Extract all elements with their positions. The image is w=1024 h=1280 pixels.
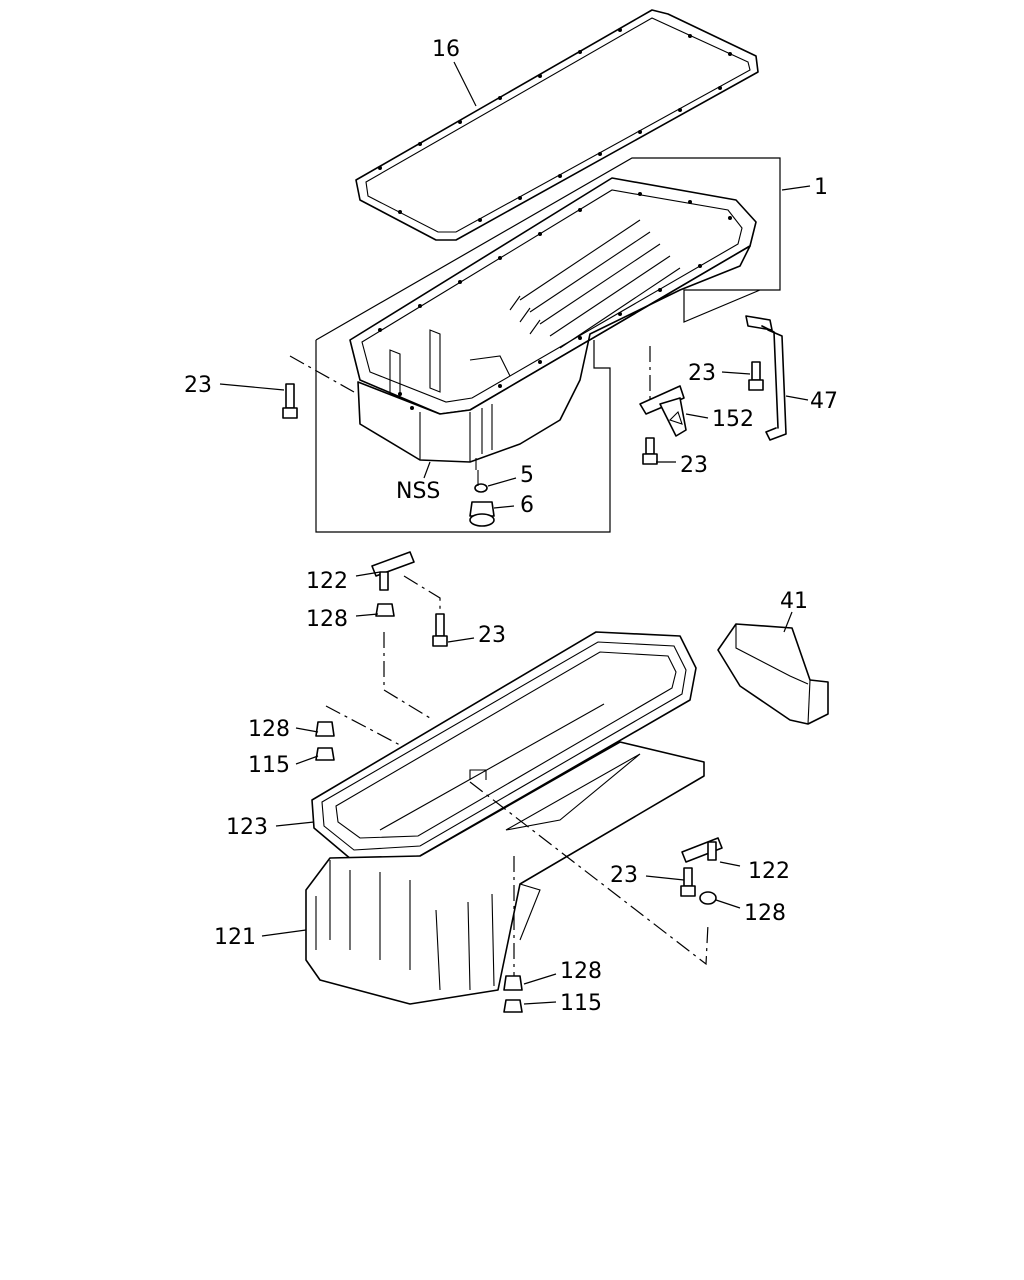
nut-128-top (375, 603, 395, 617)
callout-16: 16 (432, 37, 460, 62)
callout-122-top: 122 (306, 569, 348, 594)
callout-23-right: 23 (610, 863, 638, 888)
callout-23-left: 23 (184, 373, 212, 398)
callout-23-mid: 23 (688, 361, 716, 386)
callout-5: 5 (520, 463, 534, 488)
nut-128-bottom (503, 856, 523, 991)
callout-23-bottom: 23 (680, 453, 708, 478)
callout-128-right: 128 (744, 901, 786, 926)
callout-115-bottom: 115 (560, 991, 602, 1016)
nut-115-left (315, 747, 335, 761)
bracket-122-top (371, 551, 415, 591)
washer-5 (474, 483, 488, 493)
lower-pan-121 (305, 741, 705, 1005)
baffle-41 (717, 623, 829, 725)
callout-121: 121 (214, 925, 256, 950)
leader-lines (219, 61, 811, 1005)
drain-plug-6 (469, 470, 495, 527)
bolt-23-mid (748, 361, 764, 391)
bracket-122-right (681, 837, 723, 863)
bolt-23-lower (403, 575, 448, 647)
callout-nss: NSS (396, 479, 440, 504)
callout-47: 47 (810, 389, 838, 414)
part-1-group-outline (315, 157, 781, 533)
callout-122-right: 122 (748, 859, 790, 884)
assembly-line-top (383, 632, 431, 719)
plate-123 (311, 631, 697, 861)
callout-128-top: 128 (306, 607, 348, 632)
callout-152: 152 (712, 407, 754, 432)
gasket-part-16 (355, 9, 759, 241)
pipe-47 (745, 315, 787, 441)
nut-128-right (469, 781, 717, 966)
callout-23-lower: 23 (478, 623, 506, 648)
bracket-152 (639, 385, 687, 437)
callout-115-left: 115 (248, 753, 290, 778)
callout-128-bottom: 128 (560, 959, 602, 984)
callout-41: 41 (780, 589, 808, 614)
upper-oil-pan-part-1 (349, 177, 757, 470)
bolt-23-bottom (642, 346, 658, 465)
bolt-23-right (680, 867, 696, 897)
bolt-23-left (282, 355, 355, 419)
nut-115-bottom (503, 999, 523, 1013)
callout-128-left: 128 (248, 717, 290, 742)
callout-123: 123 (226, 815, 268, 840)
callout-1: 1 (814, 175, 828, 200)
callout-6: 6 (520, 493, 534, 518)
